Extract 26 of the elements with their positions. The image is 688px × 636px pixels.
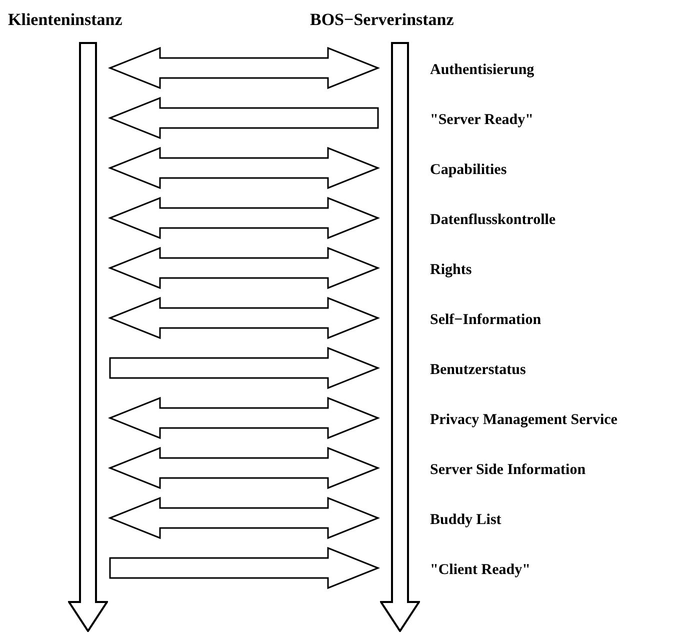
double-block-arrow: [108, 296, 380, 340]
block-arrow: [108, 96, 379, 140]
message-label: Rights: [430, 261, 472, 280]
lifeline-heading: BOS−Serverinstanz: [310, 10, 454, 30]
lifeline-heading: Klienteninstanz: [8, 10, 122, 30]
message-label: "Client Ready": [430, 561, 530, 580]
block-arrow: [109, 346, 380, 390]
double-block-arrow: [108, 196, 380, 240]
message-label: Buddy List: [430, 511, 502, 530]
lifeline-arrow: [380, 42, 420, 632]
message-label: Self−Information: [430, 311, 542, 330]
message-label: Capabilities: [430, 161, 507, 180]
double-block-arrow: [108, 446, 380, 490]
lifeline-arrow: [68, 42, 108, 632]
message-label: Benutzerstatus: [430, 361, 526, 380]
block-arrow: [109, 546, 380, 590]
message-label: Privacy Management Service: [430, 411, 618, 430]
double-block-arrow: [108, 146, 380, 190]
message-label: Authentisierung: [430, 61, 534, 80]
double-block-arrow: [108, 46, 380, 90]
message-label: "Server Ready": [430, 111, 534, 130]
message-label: Server Side Information: [430, 461, 586, 480]
message-label: Datenflusskontrolle: [430, 211, 556, 230]
double-block-arrow: [108, 246, 380, 290]
double-block-arrow: [108, 496, 380, 540]
double-block-arrow: [108, 396, 380, 440]
